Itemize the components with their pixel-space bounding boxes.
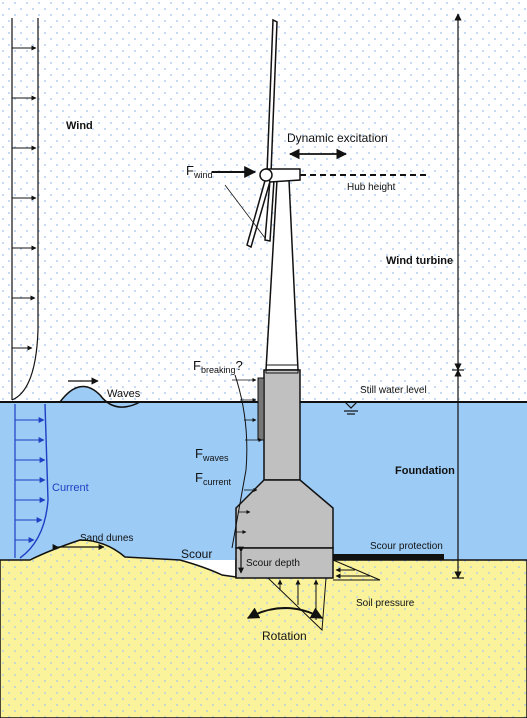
load-profile-curve	[231, 374, 248, 549]
still-water-symbol	[344, 401, 358, 415]
label-rotation: Rotation	[262, 629, 307, 643]
label-waves: Waves	[107, 388, 141, 400]
label-still-water-level: Still water level	[360, 385, 427, 396]
hub	[259, 168, 273, 182]
gravity-base-slab	[235, 547, 334, 579]
label-soil-pressure: Soil pressure	[356, 598, 415, 609]
label-foundation: Foundation	[395, 465, 455, 477]
label-f-breaking: Fbreaking?	[193, 358, 243, 375]
transition-piece	[263, 369, 301, 481]
load-profile-arrows	[232, 378, 263, 534]
label-hub-height: Hub height	[347, 182, 396, 193]
label-scour-depth: Scour depth	[246, 558, 300, 569]
label-current: Current	[52, 482, 89, 494]
wind-profile-arrows	[12, 45, 37, 351]
wind-profile-curve	[11, 18, 39, 401]
dimension-lines	[452, 13, 464, 579]
label-sand-dunes: Sand dunes	[80, 533, 133, 544]
label-wind-turbine: Wind turbine	[386, 255, 453, 267]
scour-protection-bar	[333, 554, 444, 560]
label-f-wind: Fwind	[186, 163, 212, 180]
label-dynamic-excitation: Dynamic excitation	[287, 131, 388, 145]
label-scour-protection: Scour protection	[370, 541, 443, 552]
soil-pressure-diagram	[266, 559, 381, 632]
label-f-waves: Fwaves	[195, 446, 229, 463]
label-wind: Wind	[66, 120, 93, 132]
current-profile-arrows	[15, 417, 46, 543]
rotation-arrow	[246, 607, 324, 619]
current-profile-curve	[19, 403, 49, 559]
label-f-current: Fcurrent	[195, 470, 231, 487]
label-scour: Scour	[181, 547, 212, 561]
